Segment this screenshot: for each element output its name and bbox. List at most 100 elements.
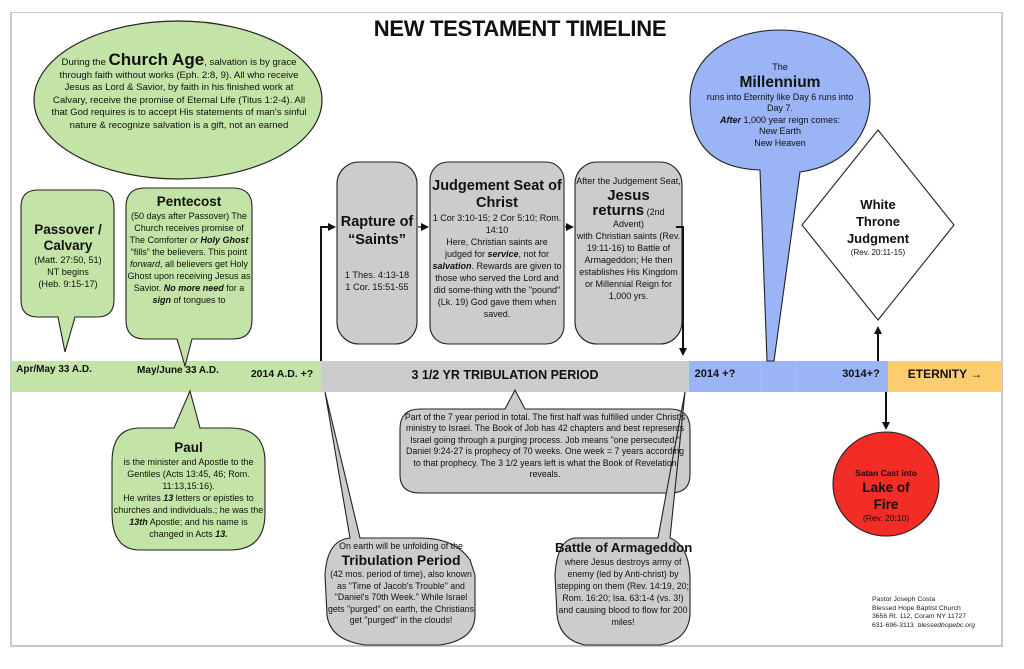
- tribulation-body: (42 mos. period of time), also known as …: [327, 569, 475, 626]
- millennium-heading: Millennium: [739, 73, 821, 91]
- paul-p3: Apostle; and his name is changed in Acts: [149, 517, 248, 539]
- lake-of-fire-ellipse: [832, 431, 940, 537]
- jesus-returns-heading2: returns: [592, 202, 645, 219]
- judgement-seat-body: Here, Christian saints are judged for se…: [432, 236, 562, 320]
- jesus-returns-heading1: Jesus: [607, 187, 650, 204]
- church-age-after-heading: , salvation: [204, 57, 248, 68]
- rapture-text: Rapture of “Saints” 1 Thes. 4:13-18 1 Co…: [338, 213, 416, 293]
- judgement-seat-heading: Judgement Seat of Christ: [432, 178, 562, 211]
- rapture-arrow: [320, 223, 336, 361]
- judgement-seat-refs: 1 Cor 3:10-15; 2 Cor 5:10; Rom. 14:10: [432, 213, 562, 235]
- judgement-p3: . Rewards are given to those who served …: [433, 261, 562, 319]
- pentecost-sign: sign: [152, 295, 171, 305]
- timeline-segment-tribulation: [321, 361, 689, 392]
- passover-callout: [20, 189, 115, 353]
- pentecost-holy-ghost: Holy Ghost: [200, 235, 249, 245]
- eternity-label: ETERNITY: [907, 367, 967, 381]
- paul-callout: [111, 389, 266, 551]
- armageddon-heading: Battle of Armageddon: [555, 540, 693, 555]
- paul-p2a: He writes: [123, 493, 161, 503]
- paul-text: Paul is the minister and Apostle to the …: [113, 440, 264, 540]
- pentecost-p1: (50 days after Passover) The Church rece…: [129, 211, 247, 245]
- church-age-bubble: [33, 20, 323, 180]
- rapture-ref1: 1 Thes. 4:13-18: [344, 270, 410, 280]
- tribulation-period-callout: [324, 391, 476, 646]
- paul-p1: is the minister and Apostle to the Genti…: [123, 457, 254, 491]
- lake-of-fire-text: Satan Cast into Lake of Fire (Rev. 20:10…: [840, 468, 932, 523]
- millennium-intro: The: [772, 62, 788, 72]
- church-age-heading: Church Age: [108, 50, 205, 69]
- page-title: NEW TESTAMENT TIMELINE: [373, 16, 667, 41]
- judgement-seat-text: Judgement Seat of Christ 1 Cor 3:10-15; …: [432, 178, 562, 320]
- pentecost-or: or: [190, 235, 199, 245]
- timeline-segment-church-age: [11, 361, 321, 392]
- rapture-box: [336, 161, 418, 345]
- white-throne-diamond: [801, 129, 955, 321]
- jesus-returns-intro: After the Judgement Seat,: [576, 176, 681, 186]
- page-frame: [10, 12, 1003, 647]
- millennium-p1: runs into Eternity like Day 6 runs into …: [706, 91, 854, 114]
- judgement-p1: Here, Christian saints are judged for: [444, 237, 548, 259]
- timeline-label-eternity: ETERNITY →: [890, 368, 1000, 381]
- tribulation-heading: Tribulation Period: [341, 552, 461, 569]
- church-age-text: During the Church Age, salvation is by g…: [48, 51, 310, 133]
- timeline-label-millennium-start: 2014 +?: [694, 368, 736, 380]
- pentecost-p3: , all believers get Holy Ghost upon rece…: [127, 259, 251, 293]
- lake-of-fire-intro: Satan Cast into: [855, 468, 917, 478]
- armageddon-text: Battle of Armageddon where Jesus destroy…: [555, 540, 693, 628]
- timeline-label-2014: 2014 A.D. +?: [250, 368, 314, 380]
- armageddon-body: where Jesus destroys army of enemy (led …: [557, 557, 689, 627]
- pentecost-no-more-need: No more need: [163, 283, 224, 293]
- paul-thirteenth: 13th: [129, 517, 148, 527]
- jesus-returns-advent: (2nd Advent): [612, 207, 665, 229]
- paul-acts13: 13.: [215, 529, 228, 539]
- tribulation-period-text: On earth will be unfolding of the Tribul…: [327, 541, 475, 626]
- pentecost-p2: “fills” the believers. This point: [130, 247, 248, 257]
- timeline-label-may-june: May/June 33 A.D.: [137, 365, 219, 376]
- rapture-ref2: 1 Cor. 15:51-55: [345, 282, 409, 293]
- credits-address: 3656 Rt. 112, Coram NY 11727: [872, 613, 967, 621]
- passover-ref1: (Matt. 27:50, 51): [34, 255, 102, 265]
- judgement-service: service: [487, 249, 519, 259]
- passover-heading: Passover / Calvary: [34, 222, 102, 253]
- passover-text: Passover / Calvary (Matt. 27:50, 51) NT …: [24, 222, 112, 291]
- millennium-p4: New Heaven: [754, 137, 806, 148]
- timeline-segment-millennium: [689, 361, 888, 392]
- lake-of-fire-ref: (Rev. 20:10): [862, 512, 910, 523]
- timeline-label-millennium-end: 3014+?: [842, 368, 880, 380]
- church-age-body: is by grace through faith without works …: [51, 57, 307, 131]
- judgement-salvation: salvation: [432, 261, 472, 271]
- paul-num13: 13: [163, 493, 174, 503]
- credits-website[interactable]: blessedhopebc.org: [917, 621, 976, 629]
- church-age-intro: During the: [61, 57, 106, 68]
- arrow-right-icon: →: [970, 367, 983, 381]
- white-throne-text: White Throne Judgment (Rev. 20:11-15): [830, 196, 926, 259]
- pentecost-text: Pentecost (50 days after Passover) The C…: [127, 193, 251, 306]
- millennium-text: The Millennium runs into Eternity like D…: [700, 62, 860, 150]
- millennium-p2: 1,000 year reign comes:: [743, 114, 841, 125]
- timeline-segment-eternity: [888, 361, 1002, 392]
- white-throne-heading: White Throne Judgment: [846, 197, 910, 246]
- lake-of-fire-heading: Lake of Fire: [862, 479, 910, 512]
- pentecost-heading: Pentecost: [156, 194, 222, 209]
- judgement-seat-box: [429, 161, 565, 345]
- jesus-returns-text: After the Judgement Seat, Jesus returns …: [576, 175, 681, 302]
- paul-p2: He writes 13 letters or epistles to chur…: [113, 492, 264, 540]
- paul-heading: Paul: [174, 440, 203, 455]
- seven-year-body: Part of the 7 year period in total. The …: [404, 412, 686, 480]
- millennium-p3: New Earth: [758, 126, 802, 137]
- seven-year-text: Part of the 7 year period in total. The …: [404, 412, 686, 480]
- passover-note: NT begins: [47, 267, 89, 278]
- rapture-heading: Rapture of “Saints”: [340, 214, 414, 248]
- pentecost-callout: [125, 187, 253, 369]
- timeline-label-tribulation: 3 1/2 YR TRIBULATION PERIOD: [411, 368, 599, 382]
- tribulation-intro: On earth will be unfolding of the: [339, 541, 463, 551]
- credits-pastor: Pastor Joseph Costa: [872, 596, 936, 603]
- pentecost-p5: of tongues to: [173, 295, 226, 305]
- credits-phone: 631-696-3113: [872, 621, 914, 629]
- paul-p2b: letters or epistles to churches and indi…: [113, 493, 264, 515]
- white-throne-ref: (Rev. 20:11-15): [850, 248, 906, 257]
- credits-church: Blessed Hope Baptist Church: [872, 604, 961, 612]
- pentecost-forward: forward: [129, 259, 160, 269]
